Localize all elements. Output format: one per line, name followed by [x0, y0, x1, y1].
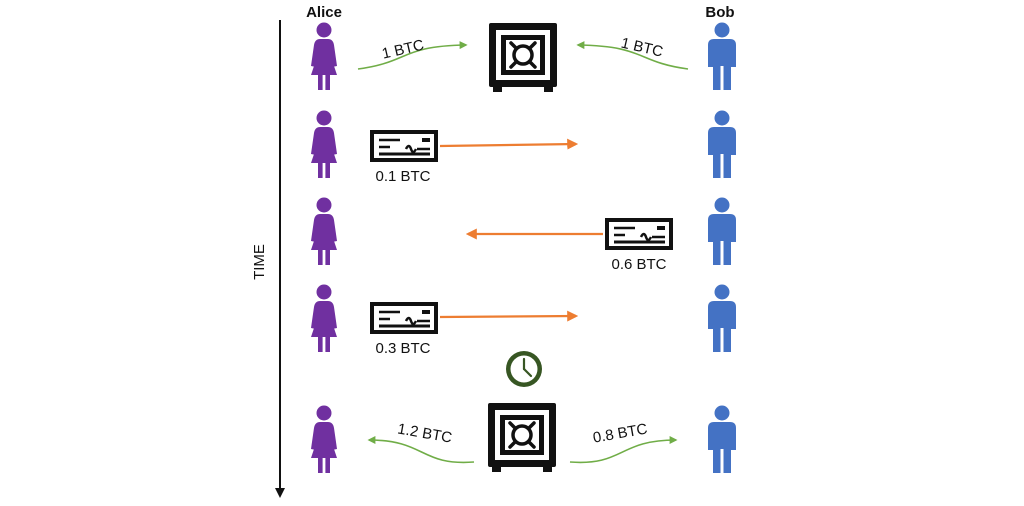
cheque-icon	[605, 218, 673, 250]
bob-figure	[708, 22, 736, 90]
bob-figure	[708, 197, 736, 265]
bob-deposit-arrow	[576, 41, 689, 70]
payment-amount: 0.1 BTC	[375, 168, 430, 185]
bob-figure	[708, 405, 736, 473]
alice-name: Alice	[306, 4, 342, 21]
cheque-icon	[370, 302, 438, 334]
time-axis-arrowhead	[275, 488, 285, 498]
alice-figure	[311, 110, 337, 178]
alice-figure	[311, 284, 337, 352]
alice-deposit-amount: 1 BTC	[380, 37, 425, 63]
payment-amount: 0.3 BTC	[375, 340, 430, 357]
bob-name: Bob	[705, 4, 734, 21]
safe-icon	[487, 21, 559, 94]
bob-figure	[708, 284, 736, 352]
safe-icon	[486, 401, 558, 474]
payment-amount: 0.6 BTC	[611, 256, 666, 273]
bob-settlement-amount: 0.8 BTC	[592, 420, 649, 446]
payment-arrow	[439, 138, 579, 150]
alice-figure	[311, 405, 337, 473]
alice-figure	[311, 22, 337, 90]
clock-icon	[506, 351, 542, 387]
alice-settlement-arrow	[367, 436, 475, 464]
alice-settlement-amount: 1.2 BTC	[396, 420, 453, 446]
alice-figure	[311, 197, 337, 265]
payment-arrow	[439, 310, 579, 322]
alice-deposit-arrow	[357, 41, 468, 70]
bob-figure	[708, 110, 736, 178]
cheque-icon	[370, 130, 438, 162]
time-axis-label: TIME	[251, 244, 268, 280]
bob-settlement-arrow	[569, 436, 678, 464]
